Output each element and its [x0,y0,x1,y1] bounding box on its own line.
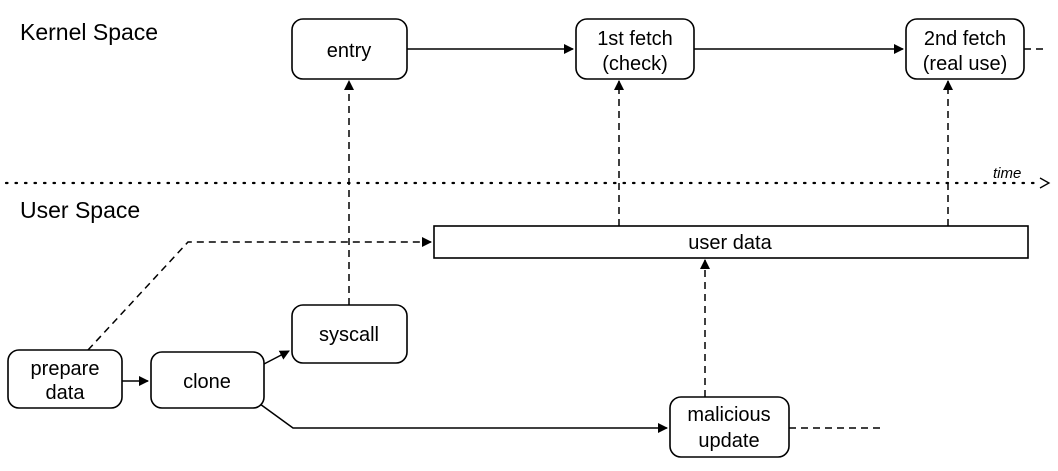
user-data-node: user data [433,225,1029,259]
first-fetch-node: 1st fetch (check) [575,18,695,80]
syscall-label: syscall [319,324,379,346]
clone-label: clone [183,371,231,393]
malicious-update-node: malicious update [669,396,790,458]
arrow-clone-to-syscall [263,350,290,365]
second-fetch-label-line1: 2nd fetch [924,28,1006,50]
timeline-arrow-icon [1039,177,1051,189]
prepare-data-node: prepare data [7,349,123,409]
clone-node: clone [150,351,265,409]
second-fetch-label-line2: (real use) [923,53,1007,75]
entry-node: entry [291,18,408,80]
prepare-data-label-line1: prepare [31,358,100,380]
user-data-label: user data [688,232,772,254]
syscall-node: syscall [291,304,408,364]
malicious-update-label-line1: malicious [687,404,770,426]
entry-label: entry [327,40,371,62]
time-label: time [993,165,1021,182]
first-fetch-label-line1: 1st fetch [597,28,673,50]
kernel-space-label: Kernel Space [20,19,158,45]
malicious-update-label-line2: update [698,430,759,452]
second-fetch-node: 2nd fetch (real use) [905,18,1025,80]
user-space-label: User Space [20,197,140,223]
arrow-prepare-data-to-user-data [87,237,432,351]
first-fetch-label-line2: (check) [602,53,668,75]
prepare-data-label-line2: data [46,382,86,404]
arrow-clone-to-malicious-update [259,403,668,433]
